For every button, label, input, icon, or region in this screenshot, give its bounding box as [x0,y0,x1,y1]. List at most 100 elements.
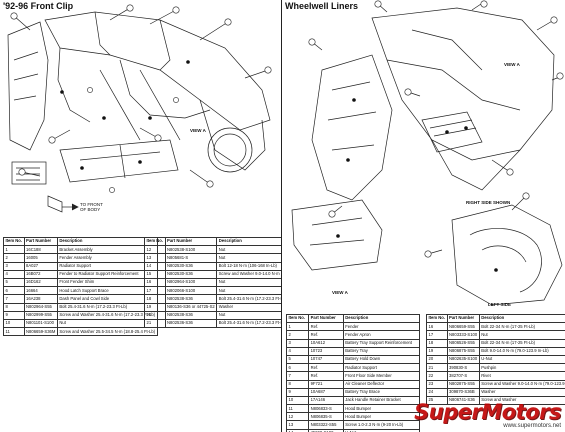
table-cell: U-Nut [342,428,421,432]
table-cell: Bolt 22-34 N·m (17-25 Ft-Lb) [478,338,565,348]
column-header: Part Number [164,236,218,247]
table-cell: 14 [285,428,310,432]
table-cell: N802530-S36 [164,269,218,279]
table-cell: Pushpin [478,363,565,373]
table-cell: Jack Handle Retainer Bracket [342,395,421,406]
table-cell: Fender [342,322,421,332]
table-cell: N806659-S36M [23,327,58,337]
table-cell: Hood Bumper [342,412,421,422]
table-cell: 17 [144,286,166,296]
table-cell: 23 [426,379,448,389]
table-cell: N805681-S [164,253,218,263]
table-cell: Washer [216,302,281,312]
table-cell: 2 [285,330,310,340]
table-cell: 18 [426,338,448,348]
table-cell: Bolt 22-34 N·m (17-25 Ft-Lb) [478,322,565,332]
watermark-logo: SuperMotors [414,400,561,424]
view-a-label-top: VIEW A [504,62,520,67]
table-cell: N80136-S36 or 44725-S2 [164,302,218,312]
table-cell: Bolt 9.0-14.0 N·m (79.0-123.9 In-Lb) [478,346,565,356]
wheelwell-liners-title: Wheelwell Liners [285,1,359,11]
column-header: Description [478,313,565,324]
view-a-label: VIEW A [190,128,206,133]
table-cell: 16 [144,277,166,288]
table-cell: 16005 [23,253,58,263]
table-cell: Ref. [308,363,344,373]
table-cell: Fender Apron [342,330,421,340]
table-cell: 19 [426,346,448,356]
table-cell: 1 [285,322,310,332]
table-cell: 10A687 [308,387,344,397]
table-cell: Air Cleaner Deflector [342,379,421,389]
table-cell: 8A027 [23,261,58,271]
table-cell: Nut [56,318,158,329]
table-cell: Bolt 25.4-31.6 N·m (17.2-23.3 Ft-Lb) [56,302,158,312]
table-cell: 12 [144,245,166,255]
table-cell: 6 [285,363,310,373]
table-cell: 19 [144,302,166,312]
table-cell: 24 [426,387,448,397]
table-cell: 16C188 [23,245,58,255]
column-header: Description [216,236,281,247]
table-cell: Hood Latch Support Brace [56,286,158,296]
table-cell: N806875-S55 [446,346,480,356]
table-cell: N801101-S100 [23,318,58,329]
column-header: Item No. [426,313,448,324]
table-cell: 20 [426,354,448,365]
column-header: Description [342,313,421,324]
table-cell: 382707-S [446,371,480,381]
table-cell: Bracket Assembly [56,245,158,255]
table-cell: Ref. [308,330,344,340]
table-cell: Dash Panel and Cowl Side [56,294,158,304]
table-cell: Battery Hold Down [342,354,421,365]
table-cell: N806741-S36 [446,395,480,406]
table-cell: 9 [3,310,25,320]
table-cell: 21 [426,363,448,373]
table-cell: 17A146 [308,395,344,406]
watermark-url: www.supermotors.net [503,423,561,429]
table-cell: Screw and Washer 9.0-14.0 N·m (79.0-123.… [216,269,281,279]
table-cell: 13 [285,420,310,430]
table-cell: 14 [144,261,166,271]
table-cell: N802999-S55 [23,310,58,320]
column-header: Part Number [23,236,58,247]
table-cell: Bolt 12-18 N·m (106-168 In-Lb) [216,261,281,271]
table-cell: Front Floor Side Member [342,371,421,381]
table-cell: 7 [285,371,310,381]
table-cell: 6 [3,286,25,296]
table-cell: Nut [216,310,281,320]
table-cell: 7 [3,294,25,304]
table-cell: N802875-S55 [446,379,480,389]
table-cell: 12 [285,412,310,422]
table-cell: 10723 [308,346,344,356]
table-cell: 9 [285,387,310,397]
table-cell: Fender to Radiator Support Reinforcement [56,269,158,279]
table-cell: 10 [3,318,25,329]
table-cell: 1 [3,245,25,255]
left-side-caption: LEFT SIDE [488,302,512,307]
right-side-shown-caption: RIGHT SIDE SHOWN [466,200,511,205]
table-cell: Screw and Washer 9.0-14.0 N·m (79.0-123.… [478,379,565,389]
